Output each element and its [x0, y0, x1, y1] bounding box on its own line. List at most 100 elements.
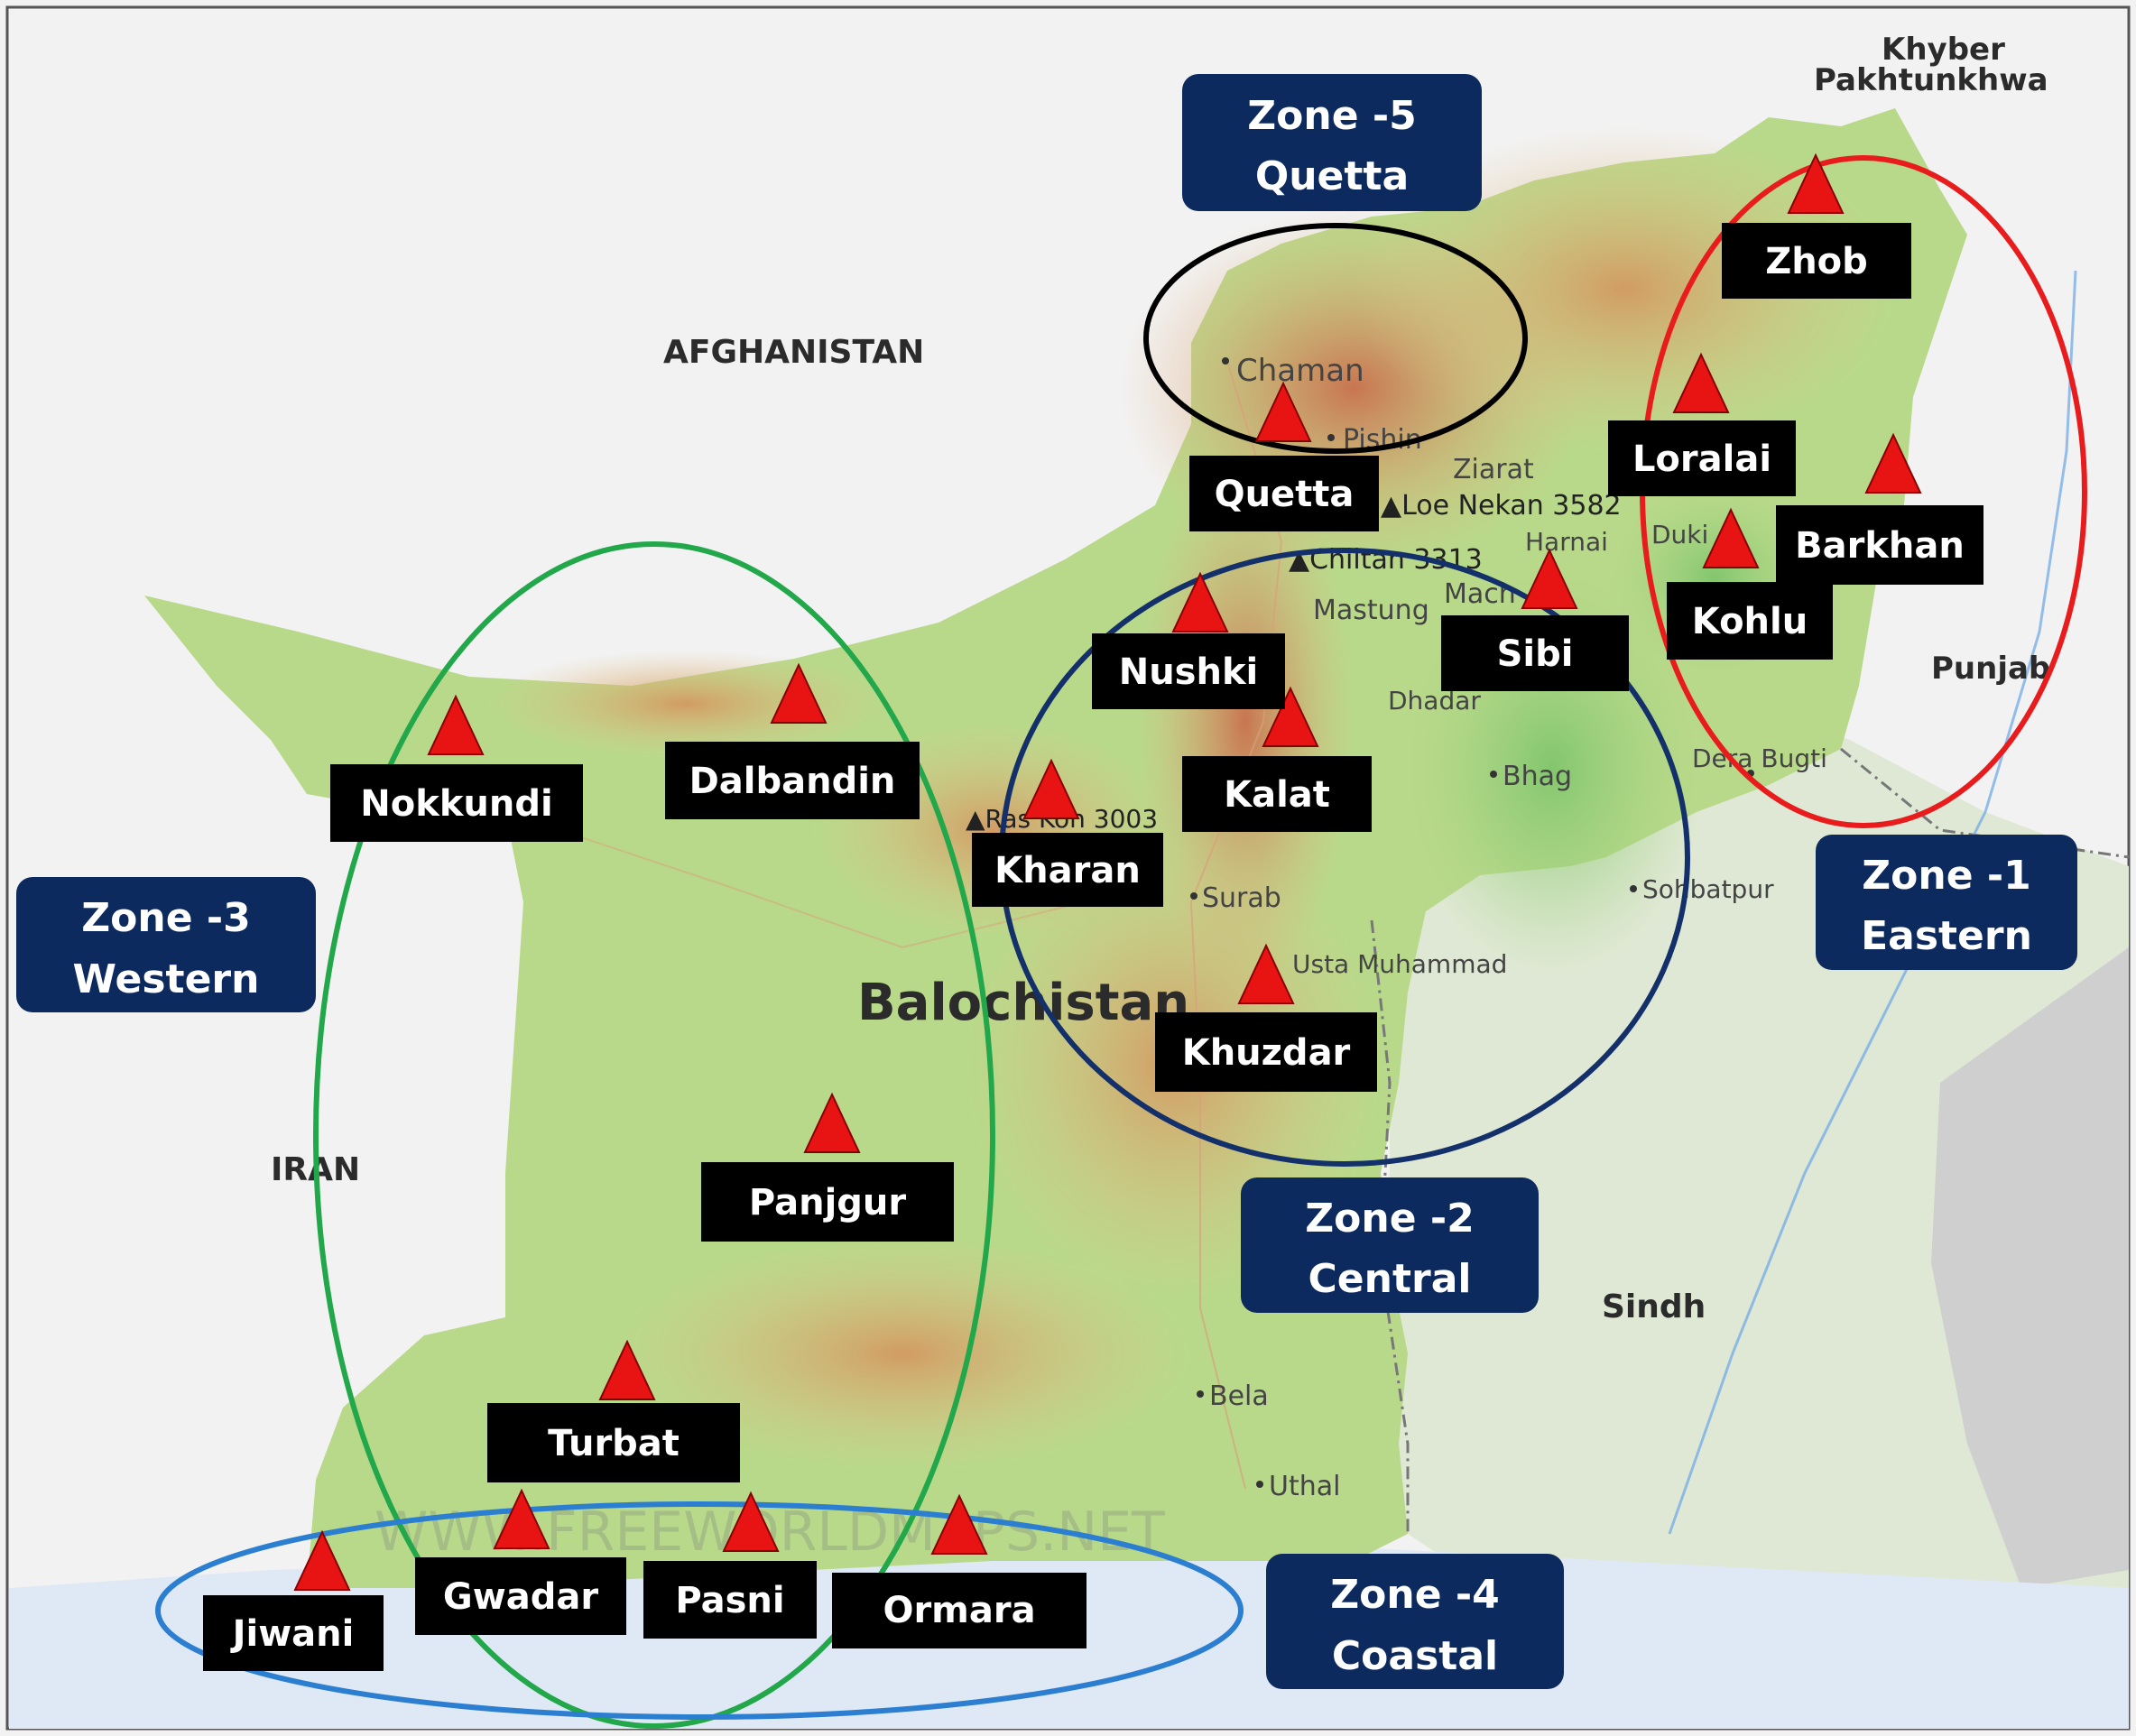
- place-label-usta-muhammad: Usta Muhammad: [1292, 949, 1507, 979]
- station-name: Kohlu: [1692, 601, 1808, 642]
- station-marker-dalbandin: [770, 662, 828, 724]
- station-label-panjgur: Panjgur: [701, 1162, 954, 1242]
- station-name: Pasni: [675, 1580, 784, 1621]
- zone-subtitle: Eastern: [1861, 913, 2032, 959]
- region-label-punjab: Punjab: [1931, 651, 2050, 687]
- station-box: [1776, 505, 1983, 585]
- station-label-nushki: Nushki: [1092, 633, 1285, 709]
- station-box: [1608, 420, 1796, 496]
- zone-box-quetta: Zone -5 Quetta: [1182, 74, 1482, 211]
- zone-box-bg: [16, 877, 316, 1012]
- zone-title: Zone -3: [81, 895, 251, 941]
- station-name: Gwadar: [443, 1576, 598, 1618]
- station-label-turbat: Turbat: [487, 1403, 740, 1482]
- place-label-mastung: Mastung: [1313, 595, 1429, 626]
- place-dot: [1490, 771, 1497, 778]
- station-box: [701, 1162, 954, 1242]
- place-label-harnai: Harnai: [1525, 527, 1608, 557]
- place-label-bhag: Bhag: [1503, 761, 1572, 792]
- place-label-uthal: Uthal: [1269, 1471, 1340, 1502]
- station-name: Sibi: [1497, 633, 1574, 675]
- zone-title: Zone -4: [1330, 1572, 1500, 1618]
- station-name: Nushki: [1119, 651, 1259, 693]
- station-name: Jiwani: [230, 1613, 355, 1655]
- zone-subtitle: Quetta: [1255, 153, 1409, 199]
- station-marker-nokkundi: [427, 694, 485, 755]
- place-dot: [1256, 1481, 1263, 1488]
- zone-subtitle: Western: [73, 956, 260, 1002]
- station-label-ormara: Ormara: [832, 1573, 1086, 1648]
- station-box: [1722, 223, 1911, 299]
- station-box: [1092, 633, 1285, 709]
- zone-ring-western: [313, 541, 995, 1729]
- zone-box-eastern: Zone -1 Eastern: [1816, 835, 2077, 970]
- place-dot: [1197, 1390, 1204, 1398]
- station-name: Dalbandin: [689, 761, 896, 802]
- station-label-nokkundi: Nokkundi: [330, 764, 583, 842]
- region-label-khyber: Khyber: [1882, 32, 2005, 68]
- place-dot: [1327, 434, 1335, 441]
- road: [1189, 360, 1283, 1490]
- station-box: [1182, 756, 1372, 832]
- place-label-duki: Duki: [1651, 520, 1708, 549]
- region-label-afghanistan: AFGHANISTAN: [663, 334, 924, 371]
- zone-subtitle: Coastal: [1332, 1633, 1498, 1679]
- place-dot: [1190, 892, 1197, 900]
- station-marker-barkhan: [1864, 432, 1922, 494]
- place-dot: [1630, 885, 1637, 892]
- station-box: [415, 1557, 626, 1635]
- station-name: Zhob: [1765, 241, 1868, 282]
- station-box: [665, 742, 920, 819]
- zone-box-central: Zone -2 Central: [1241, 1177, 1539, 1313]
- station-label-zhob: Zhob: [1722, 223, 1911, 299]
- station-name: Kharan: [994, 850, 1141, 891]
- station-label-barkhan: Barkhan: [1776, 505, 1983, 585]
- place-label-surab: Surab: [1202, 882, 1281, 914]
- place-label-ziarat: Ziarat: [1453, 454, 1534, 485]
- region-label-sindh: Sindh: [1602, 1288, 1706, 1325]
- station-marker-loralai: [1672, 352, 1730, 413]
- terrain-mountain: [1354, 126, 1895, 451]
- station-box: [1667, 582, 1833, 660]
- station-name: Quetta: [1215, 474, 1355, 515]
- station-name: Loralai: [1632, 439, 1771, 480]
- station-marker-quetta: [1254, 381, 1312, 442]
- station-name: Panjgur: [749, 1182, 907, 1224]
- station-marker-sibi: [1521, 548, 1578, 609]
- station-label-kalat: Kalat: [1182, 756, 1372, 832]
- station-label-kohlu: Kohlu: [1667, 582, 1833, 660]
- zone-box-bg: [1241, 1177, 1539, 1313]
- station-label-dalbandin: Dalbandin: [665, 742, 920, 819]
- station-name: Khuzdar: [1182, 1032, 1351, 1074]
- zone-box-bg: [1816, 835, 2077, 970]
- zone-subtitle: Central: [1308, 1256, 1472, 1302]
- region-label-pakhtunkhwa: Pakhtunkhwa: [1814, 62, 2048, 98]
- station-marker-kohlu: [1702, 507, 1760, 568]
- zone-box-western: Zone -3 Western: [16, 877, 316, 1012]
- zone-title: Zone -2: [1305, 1196, 1475, 1242]
- station-name: Turbat: [548, 1423, 680, 1464]
- station-label-jiwani: Jiwani: [203, 1595, 384, 1671]
- station-label-gwadar: Gwadar: [415, 1557, 626, 1635]
- station-box: [832, 1573, 1086, 1648]
- place-label-chaman: Chaman: [1236, 353, 1364, 389]
- zone-ring-quetta: [1143, 223, 1528, 454]
- station-box: [1189, 456, 1379, 531]
- grey-highlands: [1931, 947, 2129, 1588]
- station-name: Ormara: [883, 1590, 1035, 1631]
- place-label-sohbatpur: Sohbatpur: [1642, 874, 1774, 904]
- station-marker-kalat: [1262, 686, 1319, 747]
- station-label-quetta: Quetta: [1189, 456, 1379, 531]
- station-marker-turbat: [598, 1339, 656, 1400]
- station-box: [330, 764, 583, 842]
- terrain-upland: [614, 1236, 1191, 1471]
- zone-title: Zone -5: [1247, 93, 1417, 139]
- station-box: [643, 1561, 817, 1639]
- station-box: [1155, 1012, 1377, 1092]
- peak-marker: ▲: [1289, 544, 1309, 576]
- station-box: [1441, 615, 1629, 691]
- province-label-balochistan: Balochistan: [857, 974, 1189, 1032]
- station-box: [487, 1403, 740, 1482]
